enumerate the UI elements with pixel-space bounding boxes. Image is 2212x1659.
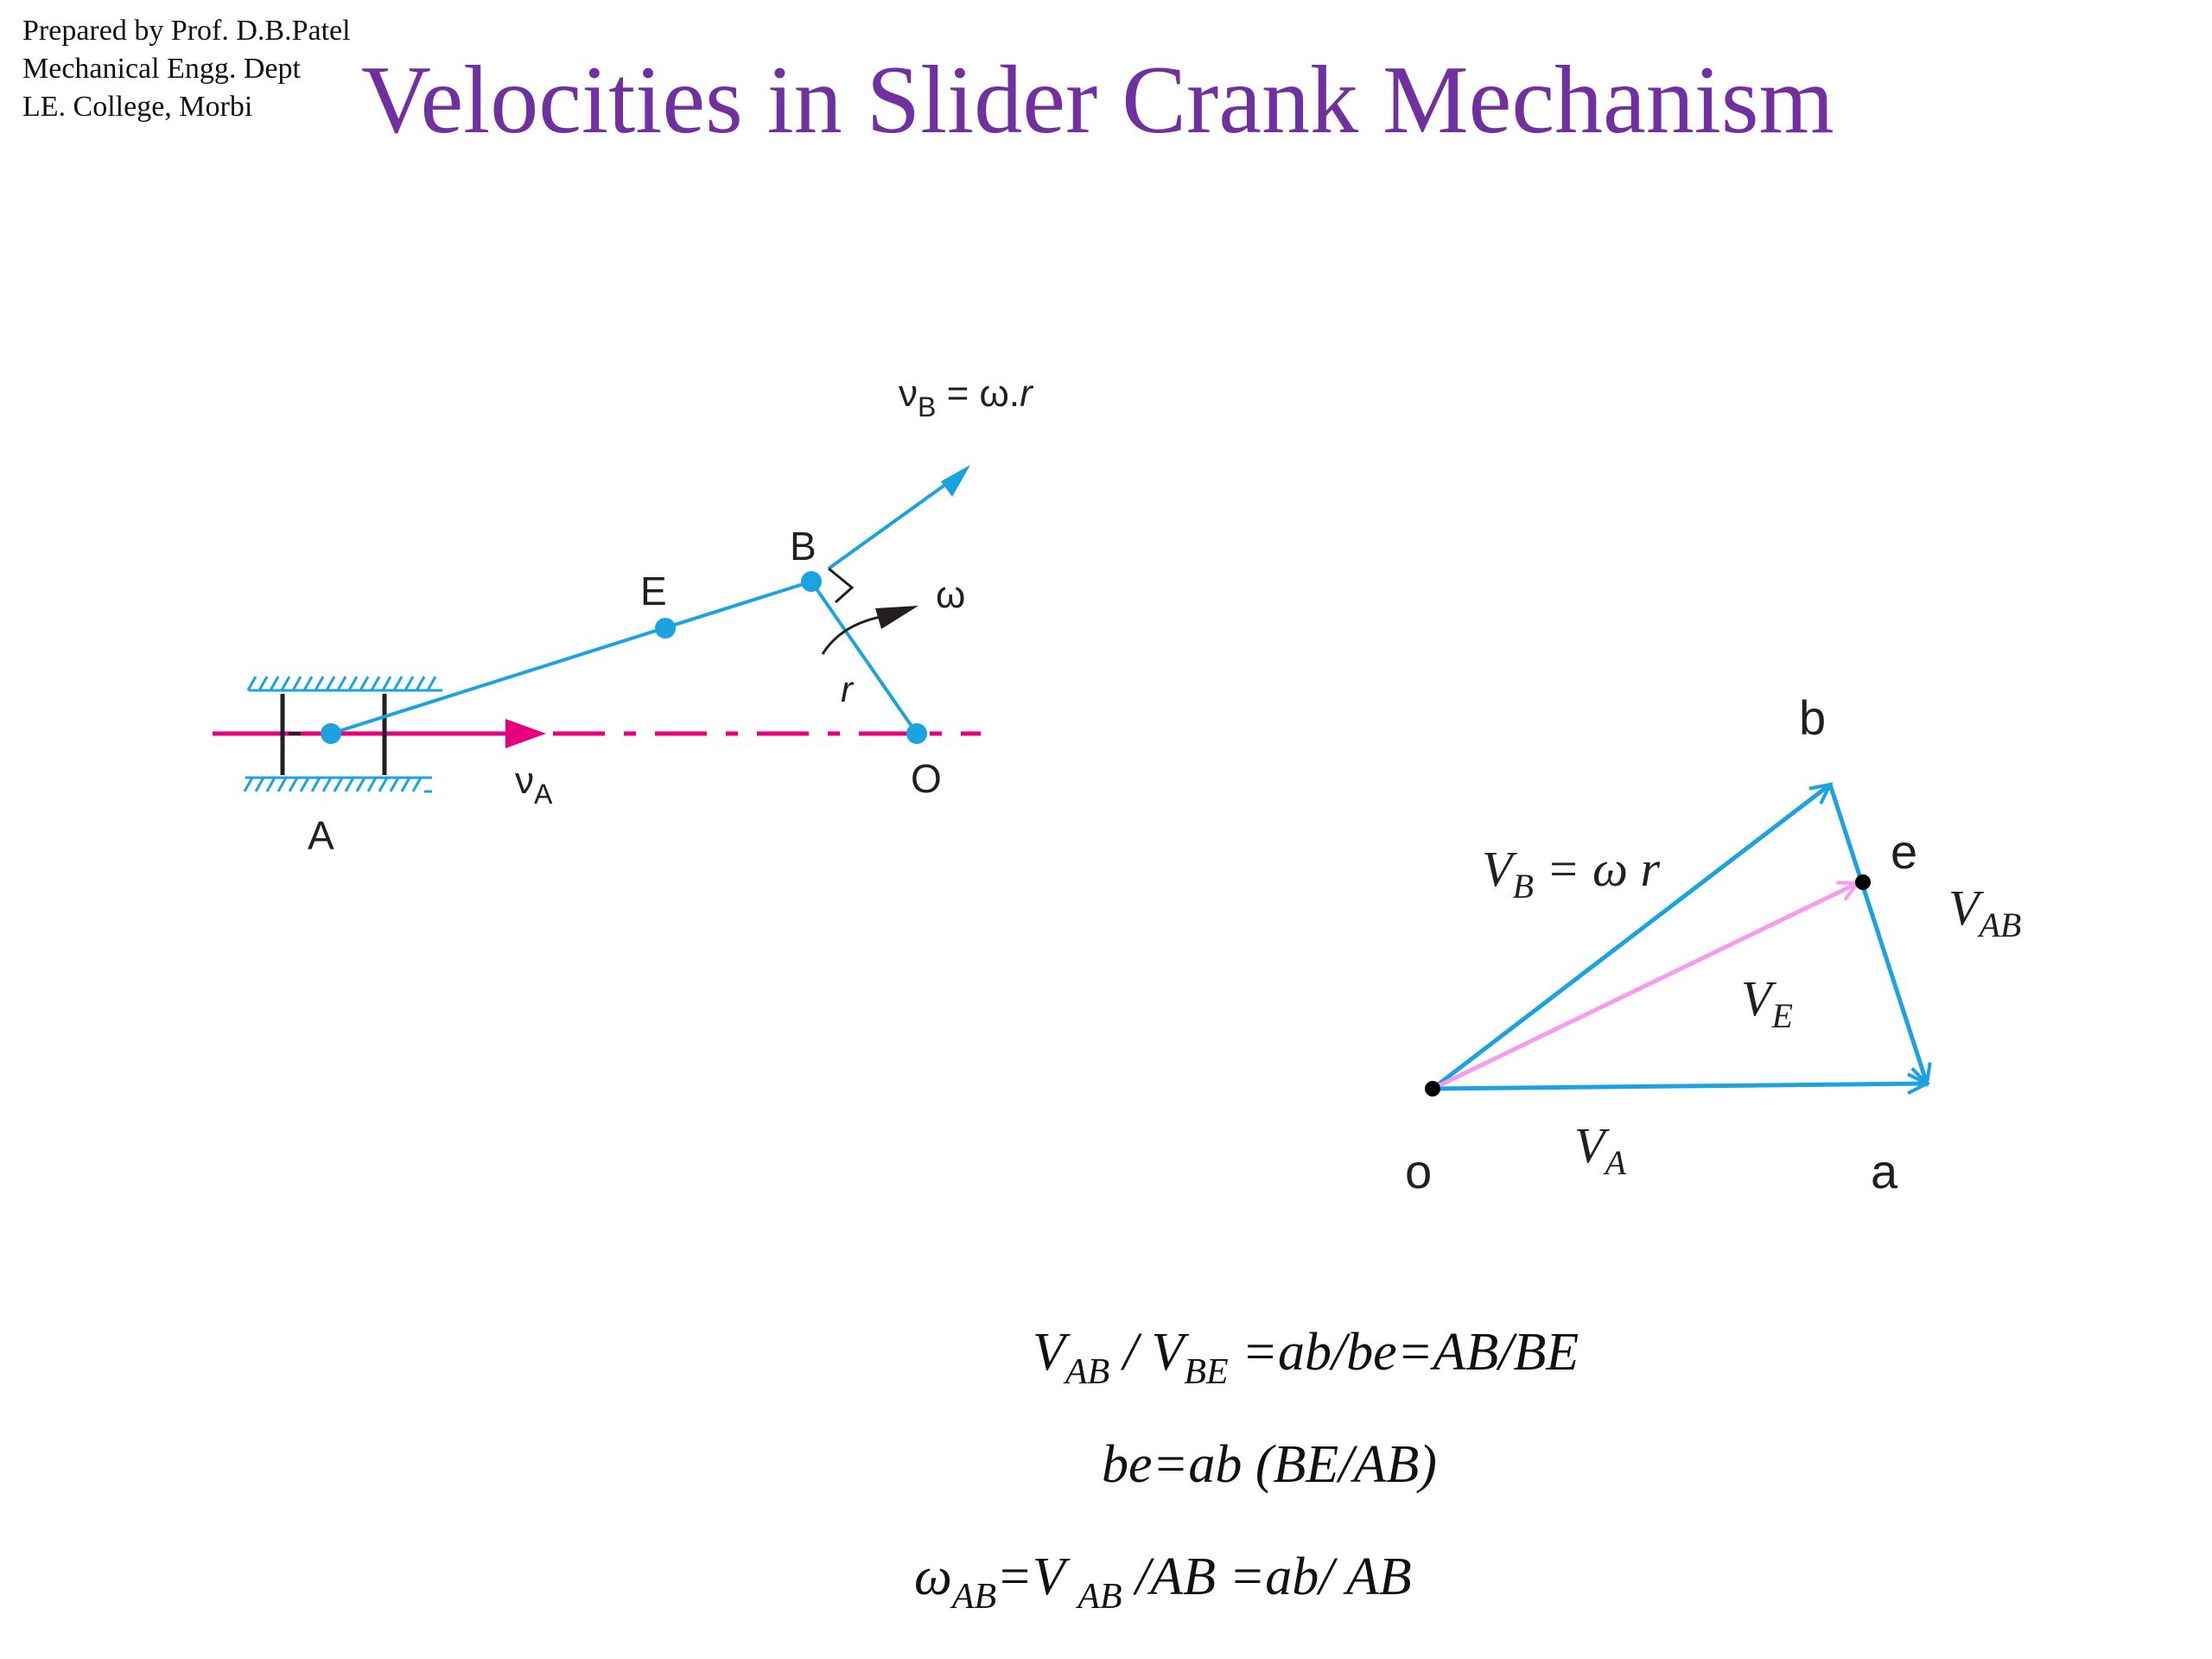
- vector-ob: [1431, 785, 1830, 1090]
- point-o-dot: [906, 723, 927, 744]
- right-angle-mark: [828, 567, 855, 604]
- vb-equals-omega-r: VB = ω r: [1482, 841, 1660, 906]
- point-e-dot: [655, 618, 676, 639]
- slider-crank-mechanism: νB = ω.r B E ω r O νA A: [213, 372, 1034, 858]
- credit-line-1: Prepared by Prof. D.B.Patel: [22, 15, 351, 47]
- connecting-rod: [330, 580, 812, 735]
- point-a-label: A: [308, 813, 334, 858]
- vector-oe: [1431, 883, 1858, 1091]
- velocity-diagram: b e o a VB = ω r VAB VE VA: [1405, 690, 2021, 1198]
- credit-line-2: Mechanical Engg. Dept: [22, 53, 301, 85]
- vb-omega-r-label: νB = ω.r: [899, 372, 1034, 423]
- top-guide-hatching: [246, 676, 442, 692]
- point-b-label: B: [790, 524, 817, 569]
- omega-arrowhead: [875, 606, 918, 629]
- equation-1: VAB / VBE =ab/be=AB/BE: [1033, 1323, 1579, 1392]
- vb-vector: [827, 476, 957, 570]
- vector-ba: [1827, 784, 1927, 1084]
- omega-label: ω: [936, 574, 965, 616]
- point-e-label: E: [640, 569, 667, 613]
- equations: VAB / VBE =ab/be=AB/BE be=ab (BE/AB) ωAB…: [914, 1323, 1579, 1617]
- vab-label: VAB: [1948, 880, 2021, 944]
- label-b: b: [1799, 690, 1826, 745]
- equation-3: ωAB=V AB /AB =ab/ AB: [914, 1548, 1412, 1617]
- crank-radius-label: r: [841, 669, 855, 709]
- vb-arrowhead: [941, 465, 970, 497]
- point-b-dot: [801, 571, 822, 592]
- point-o-label: O: [911, 756, 942, 801]
- label-o: o: [1405, 1144, 1432, 1198]
- point-o-velocity-dot: [1425, 1081, 1440, 1096]
- ve-label: VE: [1741, 970, 1793, 1035]
- va-velocity-label: VA: [1574, 1117, 1626, 1182]
- vector-oa: [1432, 1084, 1927, 1089]
- credit-line-3: LE. College, Morbi: [22, 91, 253, 123]
- va-arrowhead: [505, 719, 546, 748]
- point-a-dot: [321, 723, 341, 744]
- point-e-velocity-dot: [1855, 874, 1871, 890]
- author-credit: Prepared by Prof. D.B.Patel Mechanical E…: [22, 12, 351, 126]
- label-a: a: [1871, 1144, 1898, 1198]
- equation-2: be=ab (BE/AB): [1102, 1435, 1437, 1494]
- va-label: νA: [515, 760, 553, 810]
- slide-title: Velocities in Slider Crank Mechanism: [361, 47, 1834, 154]
- bottom-guide-hatching: [243, 776, 432, 793]
- crank: [810, 580, 918, 735]
- label-e: e: [1891, 824, 1917, 879]
